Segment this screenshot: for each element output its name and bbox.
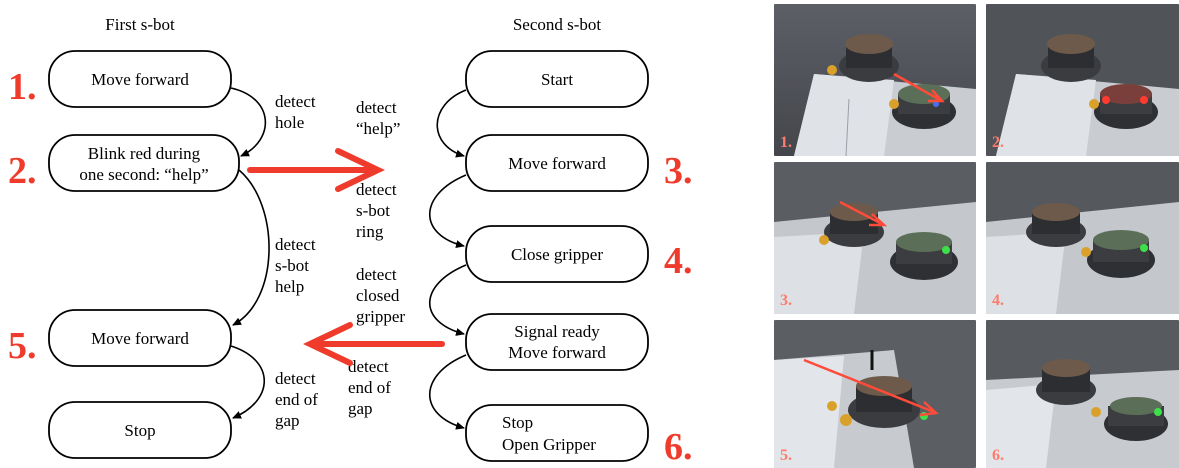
photo-label-6: 6.	[992, 447, 1004, 464]
red-arrow-help-signal	[247, 148, 385, 192]
transition-f2-f3	[232, 169, 270, 326]
state-s4-label-line1: Signal ready	[514, 322, 600, 341]
first-sbot-title: First s-bot	[105, 15, 175, 34]
step-number-1: 1.	[8, 66, 37, 108]
photo-panel-3: 3.	[774, 162, 976, 314]
photo-label-3: 3.	[780, 292, 792, 309]
state-s5-label-line1: Stop	[502, 413, 533, 432]
transition-label-line: detect	[275, 92, 316, 111]
step-number-3: 3.	[664, 150, 693, 192]
transition-f1-f2	[230, 87, 267, 157]
transition-label-line: end of	[275, 390, 318, 409]
state-f3-move-forward: Move forward	[48, 309, 232, 367]
transition-label-line: closed	[356, 286, 400, 305]
photo-label-4: 4.	[992, 292, 1004, 309]
transition-label-line: detect	[348, 357, 389, 376]
state-f4-label: Stop	[124, 421, 155, 440]
transition-label-detect-hole: detect hole	[275, 92, 316, 132]
state-machine-diagram: First s-bot Second s-bot Move forward Bl…	[8, 15, 693, 468]
state-s5-stop-open-gripper: Stop Open Gripper	[465, 404, 649, 462]
step-number-2: 2.	[8, 150, 37, 192]
photo-panel-2: 2.	[986, 4, 1179, 156]
transition-label-line: detect	[275, 235, 316, 254]
state-f2-label-line2: one second: “help”	[79, 165, 208, 184]
transition-label-line: “help”	[356, 119, 400, 138]
state-f1-label: Move forward	[91, 70, 189, 89]
transition-label-line: gripper	[356, 307, 405, 326]
state-s4-signal-ready: Signal ready Move forward	[465, 313, 649, 371]
transition-label-detect-end-of-gap-first: detect end of gap	[275, 369, 318, 430]
photo-panel-6: 6.	[986, 320, 1179, 468]
transition-label-line: detect	[356, 180, 397, 199]
state-s2-move-forward: Move forward	[465, 134, 649, 192]
transition-s3-s4	[428, 264, 467, 336]
transition-label-line: hole	[275, 113, 304, 132]
transition-label-detect-sbot-help: detect s-bot help	[275, 235, 316, 296]
transition-label-line: help	[275, 277, 304, 296]
transition-label-line: detect	[356, 265, 397, 284]
transition-label-line: ring	[356, 222, 384, 241]
state-s4-label-line2: Move forward	[508, 343, 606, 362]
transition-s2-s3	[428, 174, 467, 249]
transition-label-detect-closed-gripper: detect closed gripper	[356, 265, 405, 326]
second-sbot-title: Second s-bot	[513, 15, 602, 34]
photo-panel-5: 5.	[774, 320, 976, 468]
transition-label-line: gap	[348, 399, 373, 418]
state-f1-move-forward: Move forward	[48, 50, 232, 108]
transition-label-line: end of	[348, 378, 391, 397]
transition-label-line: gap	[275, 411, 300, 430]
state-s3-label: Close gripper	[511, 245, 603, 264]
state-f2-blink-red: Blink red during one second: “help”	[48, 134, 240, 192]
transition-label-line: detect	[356, 98, 397, 117]
transition-label-line: s-bot	[356, 201, 390, 220]
state-s3-close-gripper: Close gripper	[465, 225, 649, 283]
transition-label-line: s-bot	[275, 256, 309, 275]
step-number-4: 4.	[664, 240, 693, 282]
state-s1-label: Start	[541, 70, 573, 89]
transition-label-detect-sbot-ring: detect s-bot ring	[356, 180, 397, 241]
transition-label-detect-help: detect “help”	[356, 98, 400, 138]
photo-panel-4: 4.	[986, 162, 1179, 314]
transition-label-line: detect	[275, 369, 316, 388]
state-f3-label: Move forward	[91, 329, 189, 348]
step-number-5: 5.	[8, 325, 37, 367]
transition-s1-s2	[436, 89, 467, 158]
state-f4-stop: Stop	[48, 401, 232, 459]
state-s2-label: Move forward	[508, 154, 606, 173]
transition-label-detect-end-of-gap-second: detect end of gap	[348, 357, 391, 418]
photo-panel-1: 1.	[774, 4, 976, 156]
state-f2-label-line1: Blink red during	[88, 144, 201, 163]
transition-f3-f4	[230, 345, 266, 419]
step-number-6: 6.	[664, 426, 693, 468]
state-s1-start: Start	[465, 50, 649, 108]
red-arrow-ready-signal	[303, 322, 445, 366]
photo-label-1: 1.	[780, 134, 792, 151]
photo-label-2: 2.	[992, 134, 1004, 151]
photo-label-5: 5.	[780, 447, 792, 464]
state-s5-label-line2: Open Gripper	[502, 435, 596, 454]
transition-s4-s5	[428, 354, 467, 430]
